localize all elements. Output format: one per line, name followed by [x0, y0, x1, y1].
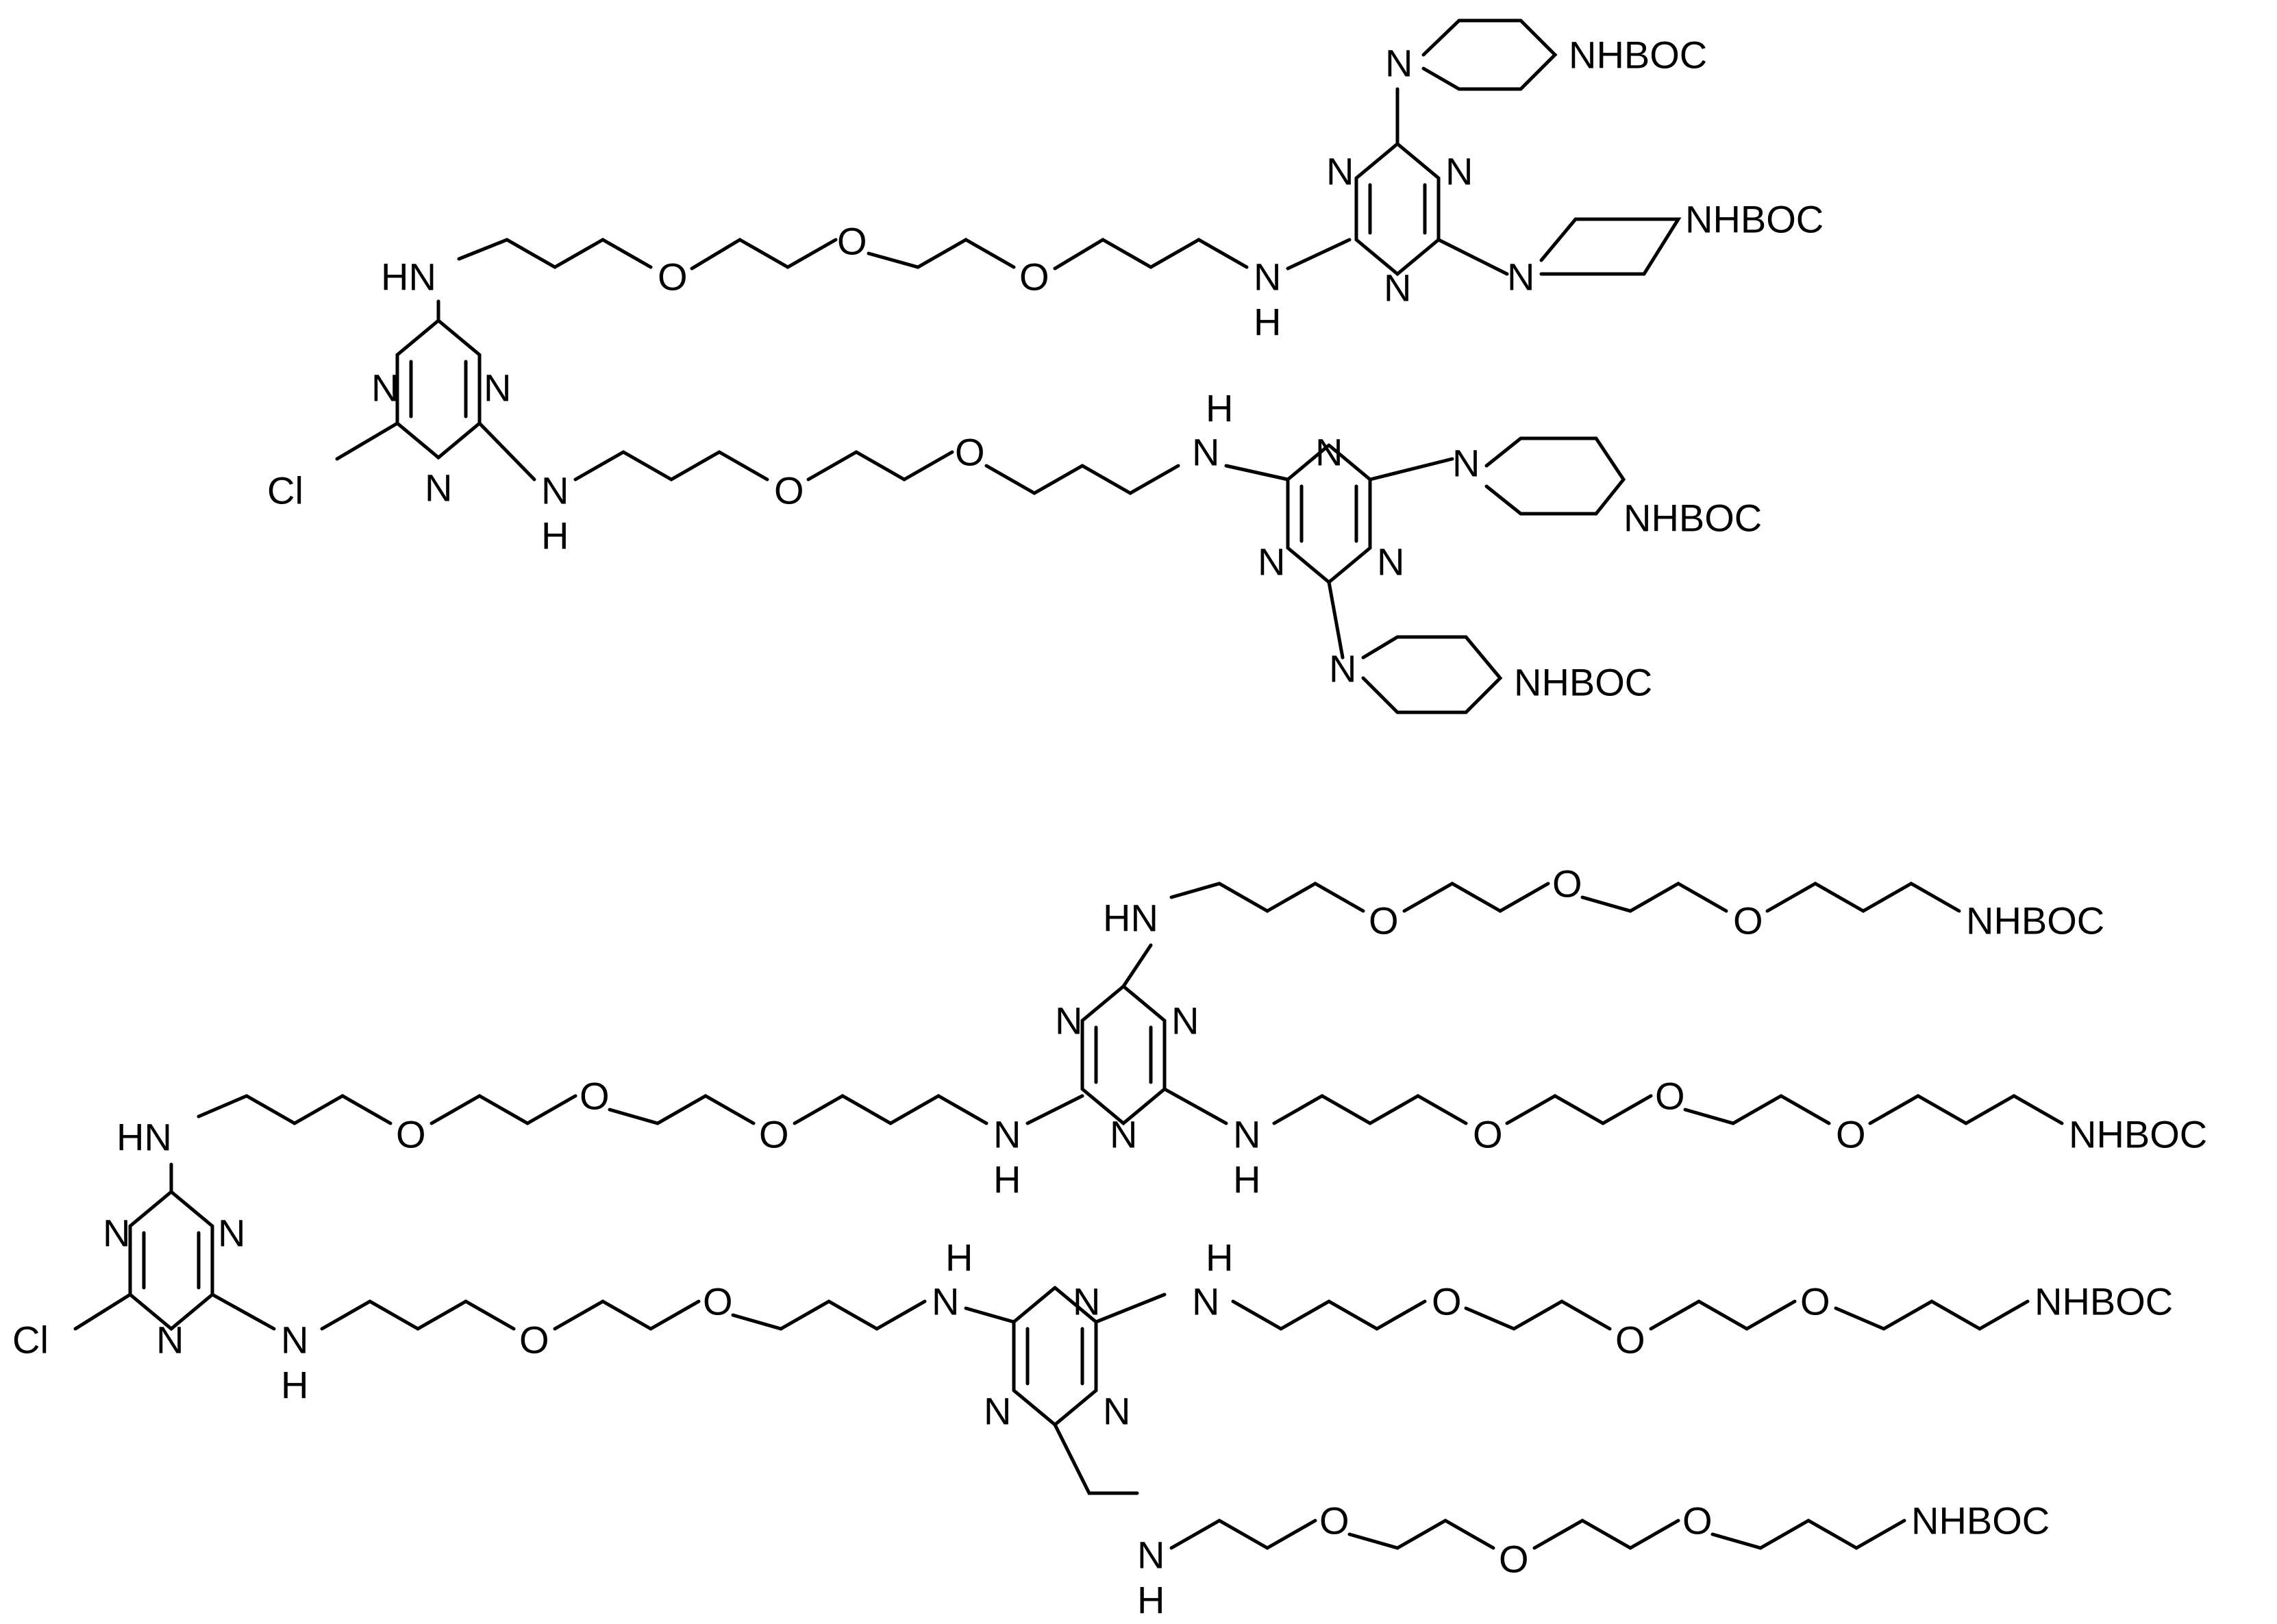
- top-rt1-n-1: N: [1326, 150, 1354, 193]
- bottom-hn-top: HN: [1103, 897, 1158, 940]
- bottom-nh-b-h: H: [281, 1364, 308, 1407]
- top-ring-n-1: N: [371, 366, 399, 410]
- top-nh-mid2-h: H: [1206, 387, 1233, 430]
- top-o-1: O: [658, 255, 688, 299]
- top-rt1-n-3: N: [1384, 266, 1411, 310]
- bottom-tb-n-3: N: [1103, 1390, 1130, 1433]
- bottom-nh-a-h: H: [993, 1158, 1021, 1201]
- top-rt2-n-3: N: [1377, 540, 1404, 584]
- top-rt2-n-2: N: [1258, 540, 1285, 584]
- bottom-o-br1: O: [1432, 1280, 1462, 1323]
- top-pip3-n: N: [1452, 442, 1480, 485]
- bottom-nh-bd-n: N: [1137, 1534, 1165, 1577]
- top-nh-mid1-n: N: [1254, 255, 1281, 299]
- bottom-nh-b2-n: N: [932, 1280, 959, 1323]
- bottom-lt-n-2: N: [218, 1212, 245, 1255]
- bottom-o-br2: O: [1615, 1319, 1645, 1362]
- bottom-chlorine: Cl: [12, 1319, 49, 1362]
- bottom-o-a2: O: [580, 1075, 610, 1118]
- bottom-left-triazine: [128, 1190, 214, 1332]
- top-hn-1: HN: [381, 255, 436, 299]
- top-pip4-nhboc: NHBOC: [1514, 661, 1652, 704]
- bottom-nh-bd-h: H: [1137, 1579, 1165, 1622]
- top-pip1-nhboc: NHBOC: [1569, 34, 1707, 77]
- bottom-o-r2: O: [1655, 1075, 1685, 1118]
- bottom-nh-b-n: N: [281, 1319, 308, 1362]
- top-chlorine: Cl: [267, 469, 303, 512]
- top-ring-n-2: N: [484, 366, 511, 410]
- bottom-nhboc-2: NHBOC: [2069, 1113, 2207, 1156]
- top-nh-link2-n: N: [541, 469, 569, 512]
- bottom-o-r1: O: [1473, 1113, 1503, 1156]
- top-right-triazine-1: [1354, 142, 1441, 277]
- top-pip4-n: N: [1329, 647, 1356, 690]
- top-ring-n-3: N: [425, 466, 452, 510]
- bottom-nh-b2-h: H: [945, 1236, 973, 1279]
- bottom-ta-n-2: N: [1171, 999, 1199, 1042]
- bottom-nh-ar-h: H: [1233, 1158, 1260, 1201]
- top-pip2-n: N: [1507, 255, 1534, 299]
- top-pip2-nhboc: NHBOC: [1685, 198, 1824, 241]
- bottom-nhboc-4: NHBOC: [1911, 1499, 2050, 1542]
- bottom-triazine-a: [1080, 984, 1167, 1126]
- bottom-o-t2: O: [1552, 862, 1582, 905]
- bottom-o-br3: O: [1800, 1280, 1830, 1323]
- top-o-3: O: [1019, 255, 1049, 299]
- top-pip1-n: N: [1385, 42, 1413, 85]
- bottom-o-a3: O: [759, 1113, 789, 1156]
- bottom-o-b2: O: [703, 1280, 733, 1323]
- bottom-hn-1: HN: [116, 1116, 172, 1159]
- bottom-nh-br-h: H: [1206, 1236, 1233, 1279]
- bottom-o-t1: O: [1369, 899, 1399, 942]
- top-nh-link2-h: H: [541, 514, 569, 558]
- bottom-ta-n-3: N: [1110, 1113, 1137, 1156]
- bottom-lt-n-1: N: [103, 1212, 130, 1255]
- bottom-structure: N N N Cl HN O O O N H N N N HN O O: [12, 862, 2207, 1622]
- bottom-tb-n-1: N: [1073, 1280, 1100, 1323]
- bottom-ta-n-1: N: [1055, 999, 1082, 1042]
- top-rt2-n-1: N: [1315, 431, 1343, 474]
- top-left-triazine: [395, 318, 482, 460]
- bottom-o-b1: O: [519, 1319, 549, 1362]
- top-nh-mid2-n: N: [1192, 431, 1219, 474]
- bottom-lt-n-3: N: [156, 1319, 184, 1362]
- bottom-nhboc-1: NHBOC: [1966, 899, 2104, 942]
- top-o-2: O: [837, 220, 867, 263]
- top-nh-mid1-h: H: [1254, 301, 1281, 344]
- bottom-o-bd3: O: [1682, 1499, 1713, 1542]
- bottom-o-bd1: O: [1319, 1499, 1349, 1542]
- bottom-tb-n-2: N: [984, 1390, 1011, 1433]
- top-rt1-n-2: N: [1445, 150, 1473, 193]
- bottom-nh-ar-n: N: [1233, 1113, 1260, 1156]
- top-structure: N N N Cl HN O O O N H N N N N NHBOC: [267, 18, 1824, 714]
- bottom-o-r3: O: [1836, 1113, 1866, 1156]
- bottom-o-a1: O: [396, 1113, 426, 1156]
- top-o-5: O: [955, 431, 985, 474]
- top-o-4: O: [774, 469, 804, 512]
- top-pip3-nhboc: NHBOC: [1623, 497, 1762, 540]
- bottom-o-bd2: O: [1499, 1538, 1529, 1581]
- bottom-nh-a-n: N: [993, 1113, 1021, 1156]
- bottom-o-t3: O: [1733, 899, 1763, 942]
- bottom-nhboc-3: NHBOC: [2035, 1280, 2173, 1323]
- bottom-nh-br-n: N: [1192, 1280, 1219, 1323]
